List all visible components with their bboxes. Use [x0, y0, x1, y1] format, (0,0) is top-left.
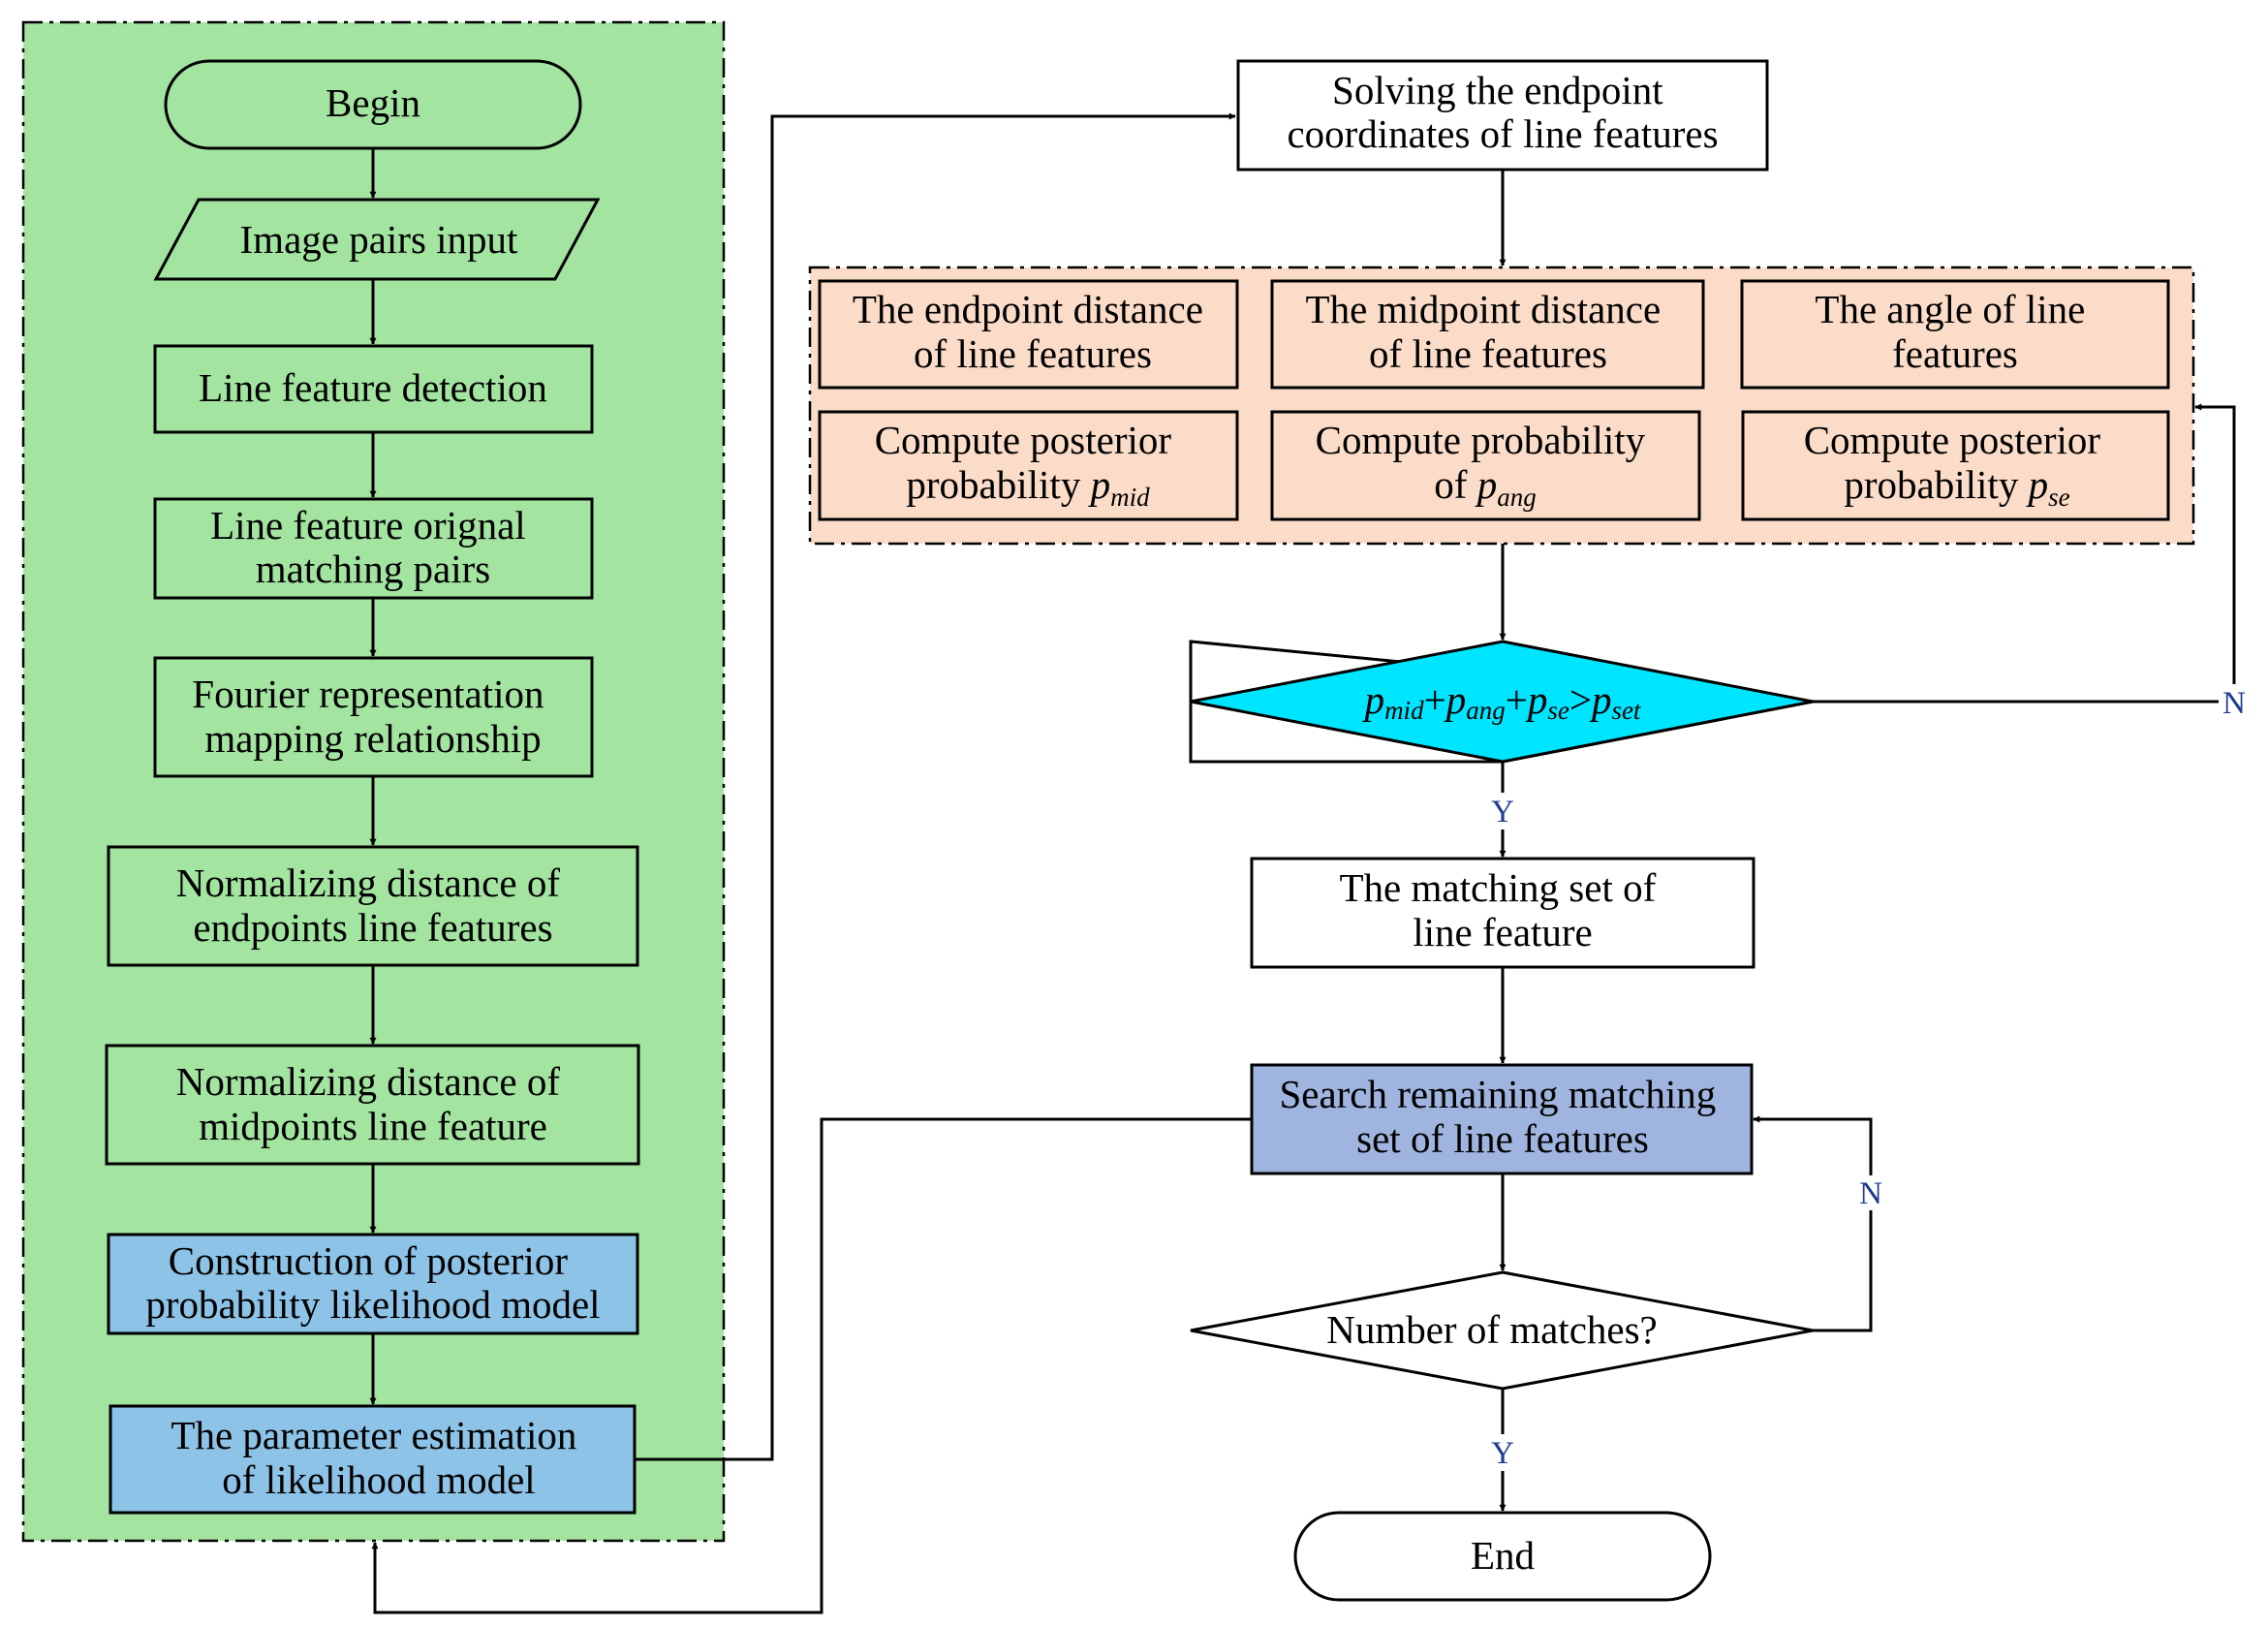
yes-label-bg-2	[1487, 1434, 1518, 1471]
end-label: End	[1471, 1533, 1535, 1578]
post-mid-node	[818, 410, 1239, 521]
arrow-decision2-no	[1753, 1115, 1873, 1332]
midpoint-distance-node	[1270, 279, 1705, 390]
prob-ang-label: Compute probability of pang	[1316, 418, 1656, 512]
post-mid-label: Compute posterior probability pmid	[875, 418, 1182, 512]
endpoint-distance-node	[818, 279, 1239, 390]
post-se-label: Compute posterior probability pse	[1804, 418, 2111, 512]
arrow-decision1-no	[1813, 403, 2236, 704]
norm-endpoints-node	[107, 845, 639, 967]
midpoint-distance-label: The midpoint distance of line features	[1306, 287, 1671, 376]
angle-node	[1740, 279, 2170, 390]
arrow-param-to-solving	[635, 112, 1236, 1461]
angle-label: The angle of line features	[1815, 287, 2095, 376]
solving-label: Solving the endpoint coordinates of line…	[1287, 68, 1718, 156]
begin-label: Begin	[326, 80, 420, 125]
post-se-node	[1741, 410, 2170, 521]
orig-pairs-label: Line feature orignal matching pairs	[210, 503, 536, 591]
line-detection-label: Line feature detection	[199, 365, 547, 410]
construction-node	[107, 1233, 639, 1335]
orig-pairs-node	[153, 497, 594, 600]
yes-label-1: Y	[1491, 795, 1514, 829]
decision-matches-label: Number of matches?	[1326, 1307, 1658, 1352]
norm-midpoints-node	[105, 1044, 640, 1166]
norm-endpoints-label: Normalizing distance of endpoints line f…	[176, 860, 570, 950]
fourier-label: Fourier representation mapping relations…	[192, 672, 553, 761]
search-label: Search remaining matching set of line fe…	[1279, 1072, 1725, 1161]
prob-ang-node	[1270, 410, 1701, 521]
construction-label: Construction of posterior probability li…	[145, 1238, 600, 1327]
yes-label-2: Y	[1491, 1436, 1514, 1471]
no-label-2: N	[1859, 1176, 1882, 1211]
no-label-bg-2	[1855, 1175, 1886, 1210]
no-label-1: N	[2222, 686, 2246, 721]
param-est-label: The parameter estimation of likelihood m…	[171, 1413, 586, 1502]
matching-set-label: The matching set of line feature	[1339, 865, 1665, 954]
solving-node	[1236, 59, 1769, 172]
norm-midpoints-label: Normalizing distance of midpoints line f…	[176, 1059, 570, 1148]
yes-label-bg-1	[1487, 793, 1518, 829]
arrow-search-to-param	[371, 1117, 1252, 1614]
search-node	[1250, 1063, 1754, 1175]
fourier-node	[153, 656, 594, 778]
decision-probability-label: pmid+pang+pse>pset	[1362, 677, 1642, 725]
matching-set-node	[1250, 857, 1755, 969]
endpoint-distance-label: The endpoint distance of line features	[853, 287, 1213, 376]
image-input-node	[153, 198, 601, 281]
no-label-bg-1	[2219, 684, 2250, 719]
end-terminal	[1293, 1511, 1712, 1602]
image-input-label: Image pairs input	[240, 217, 519, 262]
